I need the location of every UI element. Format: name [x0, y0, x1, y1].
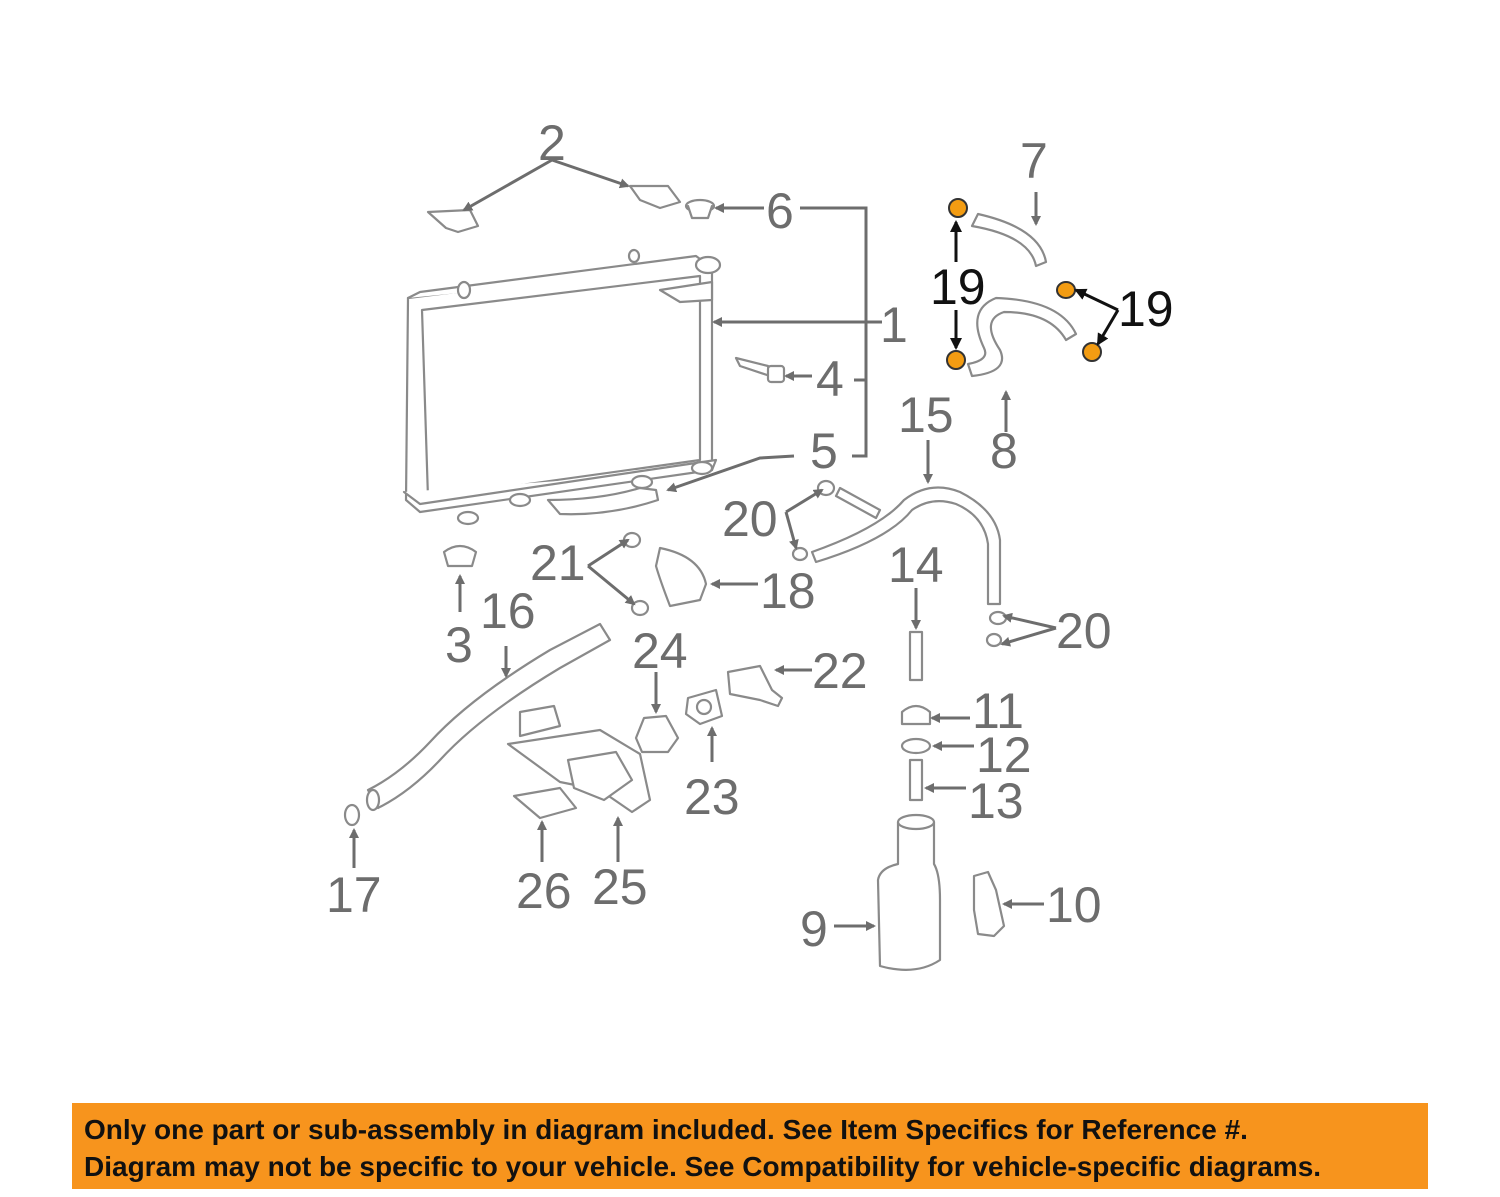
callout-2: 2: [538, 115, 566, 171]
reservoir-tank-part: [876, 813, 942, 971]
callout-20-lower: 20: [1056, 603, 1112, 659]
drain-plug-part: [734, 356, 786, 384]
reservoir-cap-part: [900, 630, 932, 802]
callout-4: 4: [816, 351, 844, 407]
callout-13: 13: [968, 773, 1024, 829]
callout-11: 11: [972, 683, 1024, 739]
thermostat-housing-part: [634, 714, 680, 754]
upper-hose-part: [622, 531, 708, 617]
callout-16: 16: [480, 583, 536, 639]
upper-bracket-part: [426, 184, 682, 234]
callout-8: 8: [990, 423, 1018, 479]
callout-17: 17: [326, 867, 382, 923]
callout-14: 14: [888, 537, 944, 593]
callout-26: 26: [516, 863, 572, 919]
callout-20-upper: 20: [722, 491, 778, 547]
heater-hose-part: [966, 212, 1078, 378]
reservoir-hose-part: [791, 479, 1008, 648]
callout-25: 25: [592, 859, 648, 915]
disclaimer-banner: Only one part or sub-assembly in diagram…: [72, 1103, 1428, 1189]
highlighted-clamp-part: [946, 198, 1102, 370]
inlet-pipe-part: [343, 622, 612, 827]
callout-7: 7: [1020, 133, 1048, 189]
disclaimer-line-1: Only one part or sub-assembly in diagram…: [84, 1114, 1248, 1145]
callout-21: 21: [530, 535, 586, 591]
callout-23: 23: [684, 769, 740, 825]
callout-1: 1: [880, 297, 908, 353]
lower-pipe-part: [546, 486, 660, 516]
callout-3: 3: [445, 617, 473, 673]
callout-9: 9: [800, 901, 828, 957]
callout-19-right: 19: [1118, 281, 1174, 337]
callout-10: 10: [1046, 877, 1102, 933]
radiator-part: [402, 248, 722, 526]
callout-24: 24: [632, 623, 688, 679]
callout-labels: 1 2 3 4 5 6 7 8 9 10 11 12 13 14 15 16 1…: [326, 115, 1174, 957]
reservoir-bracket-part: [972, 870, 1006, 938]
leader-lines: [349, 158, 1057, 931]
parts-diagram: 1 2 3 4 5 6 7 8 9 10 11 12 13 14 15 16 1…: [326, 115, 1174, 971]
callout-12: 12: [976, 727, 1032, 783]
callout-15: 15: [898, 387, 954, 443]
disclaimer-line-2: Diagram may not be specific to your vehi…: [84, 1151, 1322, 1182]
mount-cushion-part: [442, 544, 478, 568]
gasket-part: [684, 688, 724, 726]
callout-18: 18: [760, 563, 816, 619]
highlighted-leader-lines: [950, 220, 1120, 350]
water-housing-part: [506, 704, 652, 820]
radiator-cap-part: [684, 198, 716, 220]
callout-22: 22: [812, 643, 868, 699]
water-outlet-part: [726, 664, 784, 708]
callout-6: 6: [766, 183, 794, 239]
callout-19-left: 19: [930, 259, 986, 315]
callout-5: 5: [810, 423, 838, 479]
